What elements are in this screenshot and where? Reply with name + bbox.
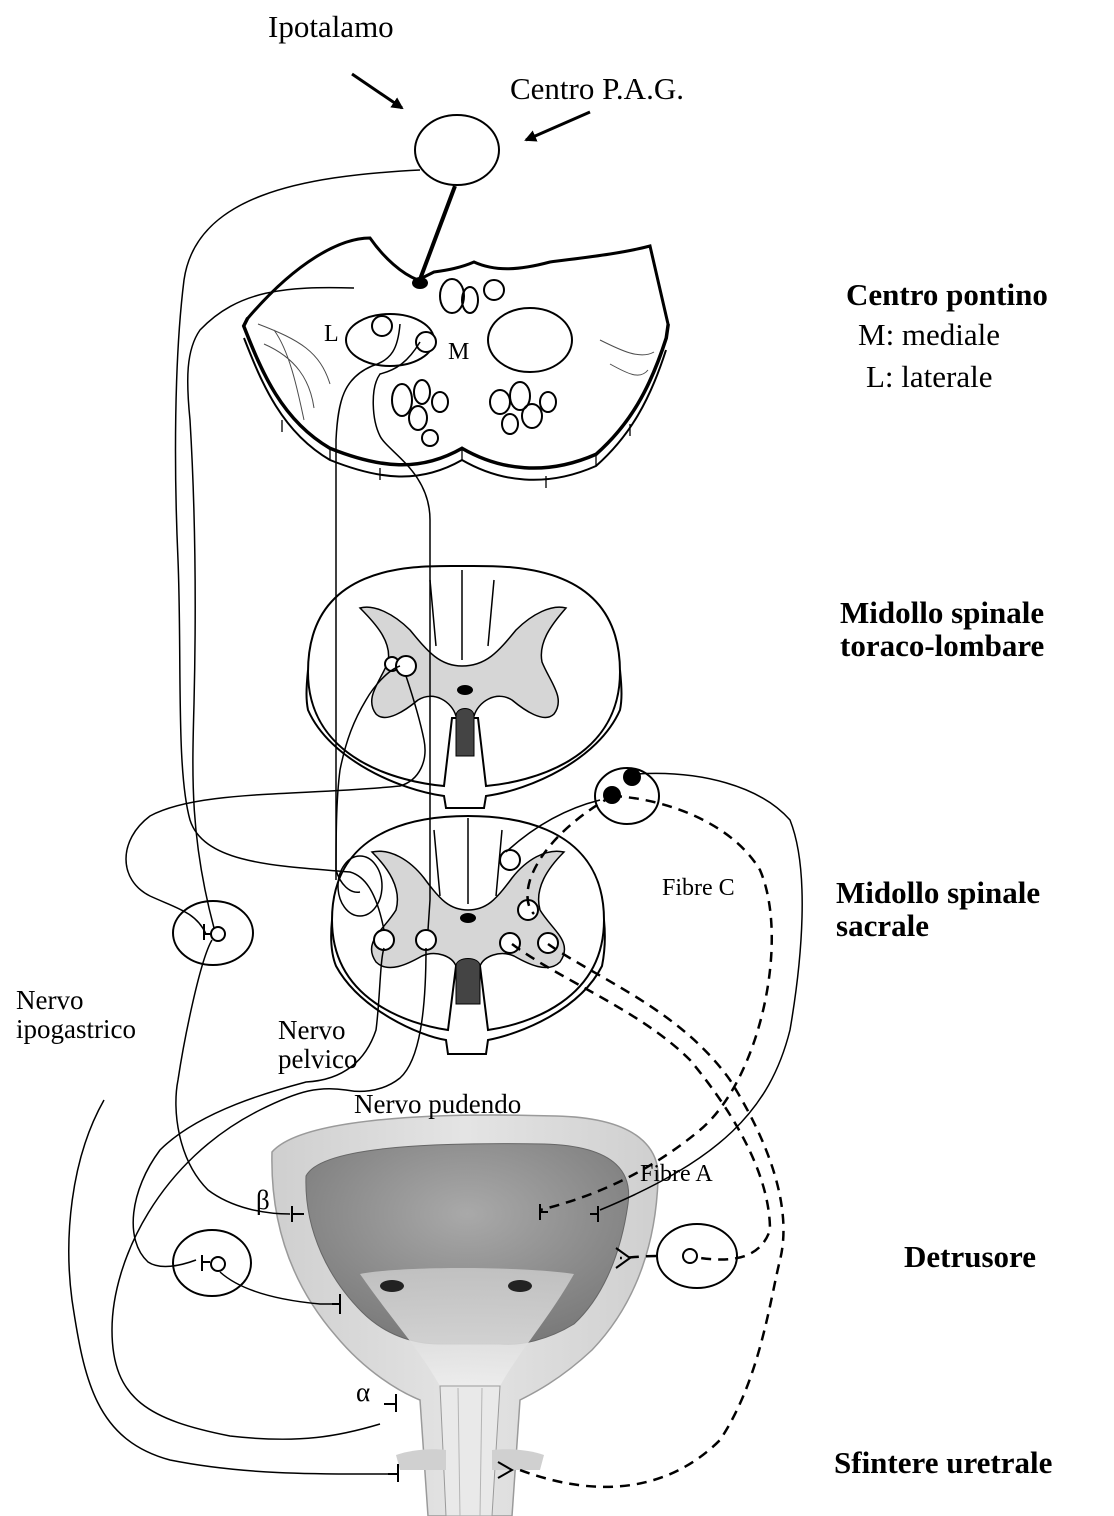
pontine-nucleus-medial (416, 332, 436, 352)
label-m: M (448, 340, 469, 366)
label-midollo-sacrale: Midollo spinale sacrale (836, 876, 1040, 943)
ganglion-cell-1 (623, 768, 641, 786)
bladder (272, 1115, 658, 1516)
sacral-neuron-dorsal (500, 850, 520, 870)
label-nervo-ipogastrico: Nervo ipogastrico (16, 986, 136, 1044)
label-midollo-toracolombare: Midollo spinale toraco-lombare (840, 596, 1044, 663)
label-beta: β (256, 1186, 270, 1215)
thoracolumbar-cord-section (307, 566, 622, 808)
label-detrusore: Detrusore (904, 1240, 1036, 1273)
label-ipotalamo: Ipotalamo (268, 10, 394, 43)
sacral-cord-section (331, 816, 605, 1054)
label-nervo-pudendo: Nervo pudendo (354, 1090, 521, 1119)
pontine-nucleus-lateral (372, 316, 392, 336)
pag-center (415, 115, 499, 185)
pag-arrow (526, 112, 590, 140)
label-fibre-c: Fibre C (662, 876, 735, 902)
label-sfintere-uretrale: Sfintere uretrale (834, 1446, 1052, 1479)
sacral-neuron-ventral-1 (374, 930, 394, 950)
label-fibre-a: Fibre A (640, 1162, 713, 1188)
label-laterale: L: laterale (866, 360, 993, 393)
ipotalamo-arrow (352, 74, 402, 108)
label-mediale: M: mediale (858, 318, 1000, 351)
ganglion-cell-2 (603, 786, 621, 804)
label-l: L (324, 322, 339, 348)
label-centro-pontino: Centro pontino (846, 278, 1048, 311)
label-alpha: α (356, 1378, 370, 1407)
label-nervo-pelvico: Nervo pelvico (278, 1016, 357, 1074)
label-centro-pag: Centro P.A.G. (510, 72, 684, 105)
sacral-neuron-ventral-3 (500, 933, 520, 953)
sacral-neuron-ventral-2 (416, 930, 436, 950)
